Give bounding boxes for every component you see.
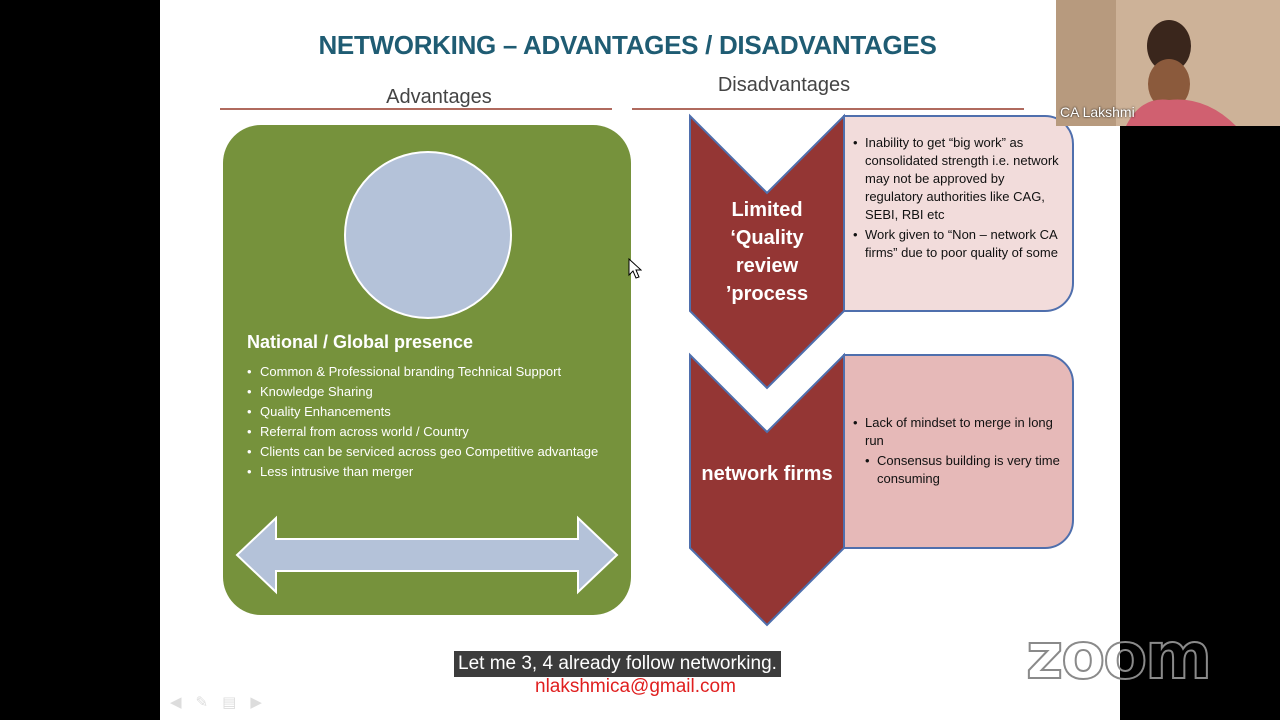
advantage-item: Referral from across world / Country: [247, 424, 617, 439]
advantages-list: Common & Professional branding Technical…: [247, 364, 617, 484]
disadvantage-point: Inability to get “big work” as consolida…: [853, 134, 1061, 224]
participant-avatar: [1056, 0, 1280, 126]
advantage-item: Quality Enhancements: [247, 404, 617, 419]
chevron-top: [689, 113, 845, 390]
chevron-label-line: ’process: [725, 283, 809, 305]
advantages-header: Advantages: [386, 86, 492, 108]
contact-email: nlakshmica@gmail.com: [535, 676, 736, 697]
advantage-item: Less intrusive than merger: [247, 464, 617, 479]
disadvantage-point: Consensus building is very time consumin…: [865, 452, 1061, 488]
double-arrow: [235, 515, 619, 595]
presentation-slide: NETWORKING – ADVANTAGES / DISADVANTAGES …: [160, 0, 1120, 720]
chevron-label-line: Limited: [731, 199, 803, 221]
chevron-label-line: network firms: [701, 463, 833, 485]
chevron-label-quality-review: Limited ‘Quality review ’process: [700, 196, 834, 308]
participant-video[interactable]: CA Lakshmi: [1056, 0, 1280, 126]
chevron-bottom: [689, 352, 845, 627]
diagram-shapes: [235, 113, 1074, 627]
advantage-item: Common & Professional branding Technical…: [247, 364, 617, 379]
chevron-label-network-firms: network firms: [690, 460, 844, 488]
live-caption: Let me 3, 4 already follow networking.: [454, 651, 781, 677]
menu-icon[interactable]: ▤: [222, 694, 251, 711]
prev-slide-icon[interactable]: ◀: [170, 694, 196, 711]
advantage-item: Knowledge Sharing: [247, 384, 617, 399]
mouse-cursor-icon: [628, 258, 642, 279]
advantage-circle: [344, 151, 512, 319]
participant-name: CA Lakshmi: [1060, 104, 1135, 120]
disadvantage-point: Work given to “Non – network CA firms” d…: [853, 226, 1061, 262]
advantages-heading: National / Global presence: [247, 332, 474, 352]
advantages-divider: [220, 108, 612, 110]
chevron-label-line: ‘Quality: [730, 227, 804, 249]
advantage-item: Clients can be serviced across geo Compe…: [247, 444, 617, 459]
disadvantages-header: Disadvantages: [717, 74, 851, 96]
chevron-label-line: review: [735, 255, 799, 277]
pen-icon[interactable]: ✎: [195, 694, 223, 711]
slide-nav-controls[interactable]: ◀✎▤▶: [170, 693, 276, 711]
slide-title: NETWORKING – ADVANTAGES / DISADVANTAGES: [318, 30, 937, 60]
disadvantages-divider: [632, 108, 1024, 110]
disadvantage-points-bottom: Lack of mindset to merge in long runCons…: [853, 414, 1061, 488]
next-slide-icon[interactable]: ▶: [250, 694, 276, 711]
zoom-watermark: zoom: [1025, 619, 1213, 695]
disadvantage-points-top: Inability to get “big work” as consolida…: [853, 134, 1061, 262]
disadvantage-point: Lack of mindset to merge in long run: [853, 414, 1061, 450]
